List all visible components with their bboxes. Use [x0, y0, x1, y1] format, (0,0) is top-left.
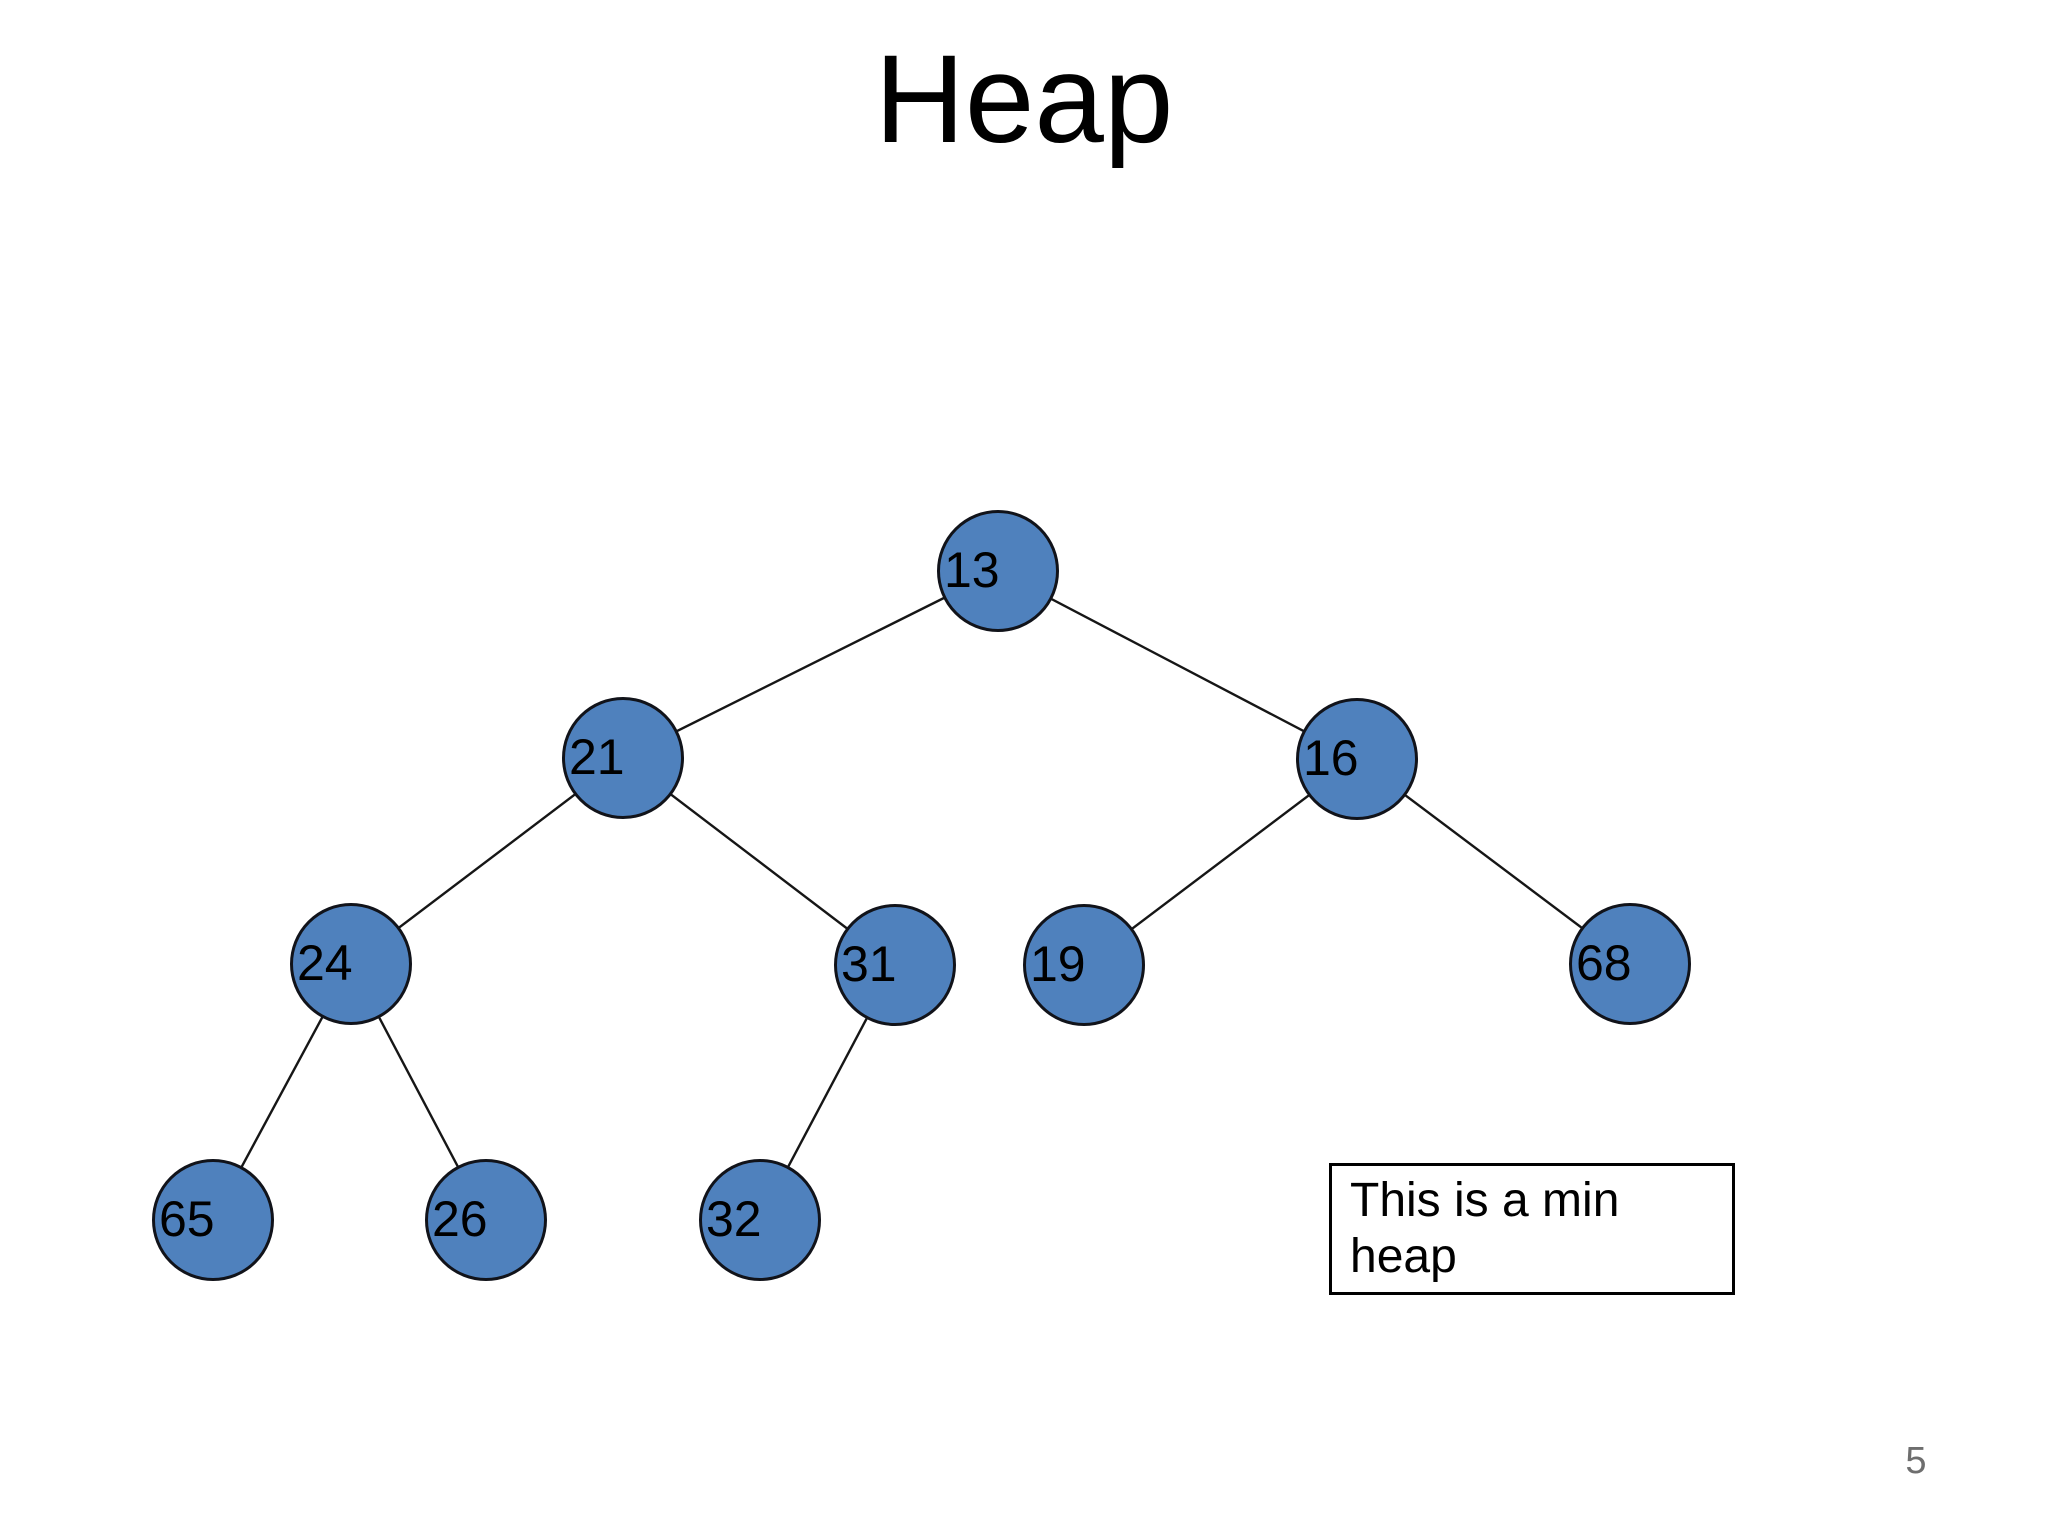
tree-node-65: 65: [152, 1159, 274, 1281]
node-label: 19: [1030, 936, 1086, 992]
node-label: 65: [159, 1191, 215, 1247]
node-label: 16: [1303, 730, 1359, 786]
tree-node-31: 31: [834, 904, 956, 1026]
node-label: 21: [569, 729, 625, 785]
slide-title: Heap: [874, 30, 1174, 169]
node-label: 68: [1576, 935, 1632, 991]
node-label: 13: [944, 542, 1000, 598]
tree-node-21: 21: [562, 697, 684, 819]
tree-node-26: 26: [425, 1159, 547, 1281]
tree-node-19: 19: [1023, 904, 1145, 1026]
node-label: 31: [841, 936, 897, 992]
tree-node-68: 68: [1569, 903, 1691, 1025]
tree-node-32: 32: [699, 1159, 821, 1281]
callout-text: This is a min heap: [1350, 1174, 1620, 1283]
tree-node-16: 16: [1296, 698, 1418, 820]
tree-edge-n13-n21: [622, 569, 999, 760]
node-label: 24: [297, 935, 353, 991]
page-number: 5: [1905, 1440, 1927, 1482]
tree-node-13: 13: [937, 510, 1059, 632]
callout-box: This is a min heap: [1329, 1163, 1735, 1295]
node-label: 32: [706, 1191, 762, 1247]
node-label: 26: [432, 1191, 488, 1247]
tree-node-24: 24: [290, 903, 412, 1025]
tree-edge-n13-n16: [997, 569, 1358, 761]
